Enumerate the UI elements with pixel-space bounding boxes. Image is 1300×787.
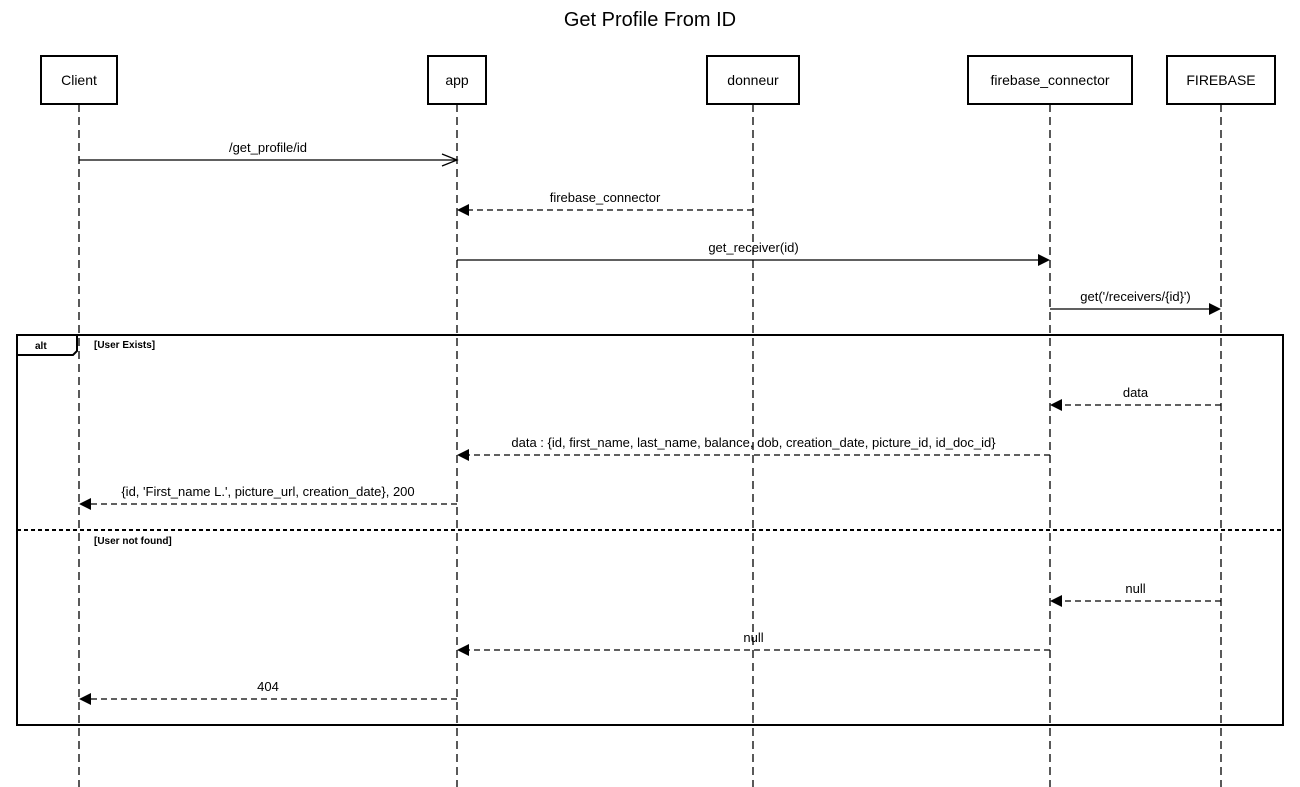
participant-label: donneur — [727, 72, 779, 88]
message-label: null — [1125, 581, 1145, 596]
message-9: null — [457, 630, 1050, 656]
message-label: null — [743, 630, 763, 645]
participant-firebase: FIREBASE — [1166, 55, 1276, 105]
message-3: get_receiver(id) — [457, 240, 1050, 266]
messages: /get_profile/id firebase_connector get_rec… — [79, 140, 1221, 705]
participant-label: app — [445, 72, 469, 88]
arrowhead-filled — [1050, 595, 1062, 607]
alt-frame-tab — [17, 335, 78, 356]
message-6: data : {id, first_name, last_name, balan… — [457, 435, 1050, 461]
participants: Client app donneur firebase_connector FIREBA… — [40, 55, 1276, 105]
alt-guard-user-not-found: [User not found] — [94, 536, 172, 547]
message-1: /get_profile/id — [79, 140, 459, 167]
alt-fragment: alt [User Exists] [User not found] — [16, 334, 1284, 726]
message-label: {id, 'First_name L.', picture_url, creat… — [121, 484, 414, 499]
arrowhead-filled — [457, 449, 469, 461]
alt-keyword: alt — [35, 341, 47, 352]
participant-label: Client — [61, 72, 97, 88]
participant-box — [706, 55, 800, 105]
participant-box — [1166, 55, 1276, 105]
participant-label: firebase_connector — [990, 72, 1109, 88]
message-4: get('/receivers/{id}') — [1050, 289, 1221, 315]
message-label: /get_profile/id — [229, 140, 307, 155]
arrowhead-filled — [457, 204, 469, 216]
message-8: null — [1050, 581, 1221, 607]
arrowhead-filled — [1038, 254, 1050, 266]
message-label: data : {id, first_name, last_name, balan… — [511, 435, 996, 450]
arrowhead-filled — [1209, 303, 1221, 315]
diagram-title: Get Profile From ID — [564, 9, 736, 31]
arrowhead-filled — [1050, 399, 1062, 411]
participant-box — [40, 55, 118, 105]
message-label: firebase_connector — [550, 190, 661, 205]
arrowhead-filled — [79, 498, 91, 510]
participant-client: Client — [40, 55, 118, 105]
message-label: get('/receivers/{id}') — [1080, 289, 1190, 304]
message-5: data — [1050, 385, 1221, 411]
participant-donneur: donneur — [706, 55, 800, 105]
participant-firebase_connector: firebase_connector — [967, 55, 1133, 105]
arrowhead-open — [441, 153, 459, 167]
message-10: 404 — [79, 679, 457, 705]
participant-box — [427, 55, 487, 105]
message-label: get_receiver(id) — [708, 240, 798, 255]
lifelines — [78, 104, 1222, 787]
message-label: data — [1123, 385, 1149, 400]
arrowhead-filled — [79, 693, 91, 705]
alt-guard-user-exists: [User Exists] — [94, 340, 155, 351]
message-2: firebase_connector — [457, 190, 753, 216]
participant-app: app — [427, 55, 487, 105]
message-label: 404 — [257, 679, 279, 694]
arrowhead-filled — [457, 644, 469, 656]
participant-label: FIREBASE — [1186, 72, 1255, 88]
participant-box — [967, 55, 1133, 105]
message-7: {id, 'First_name L.', picture_url, creat… — [79, 484, 457, 510]
